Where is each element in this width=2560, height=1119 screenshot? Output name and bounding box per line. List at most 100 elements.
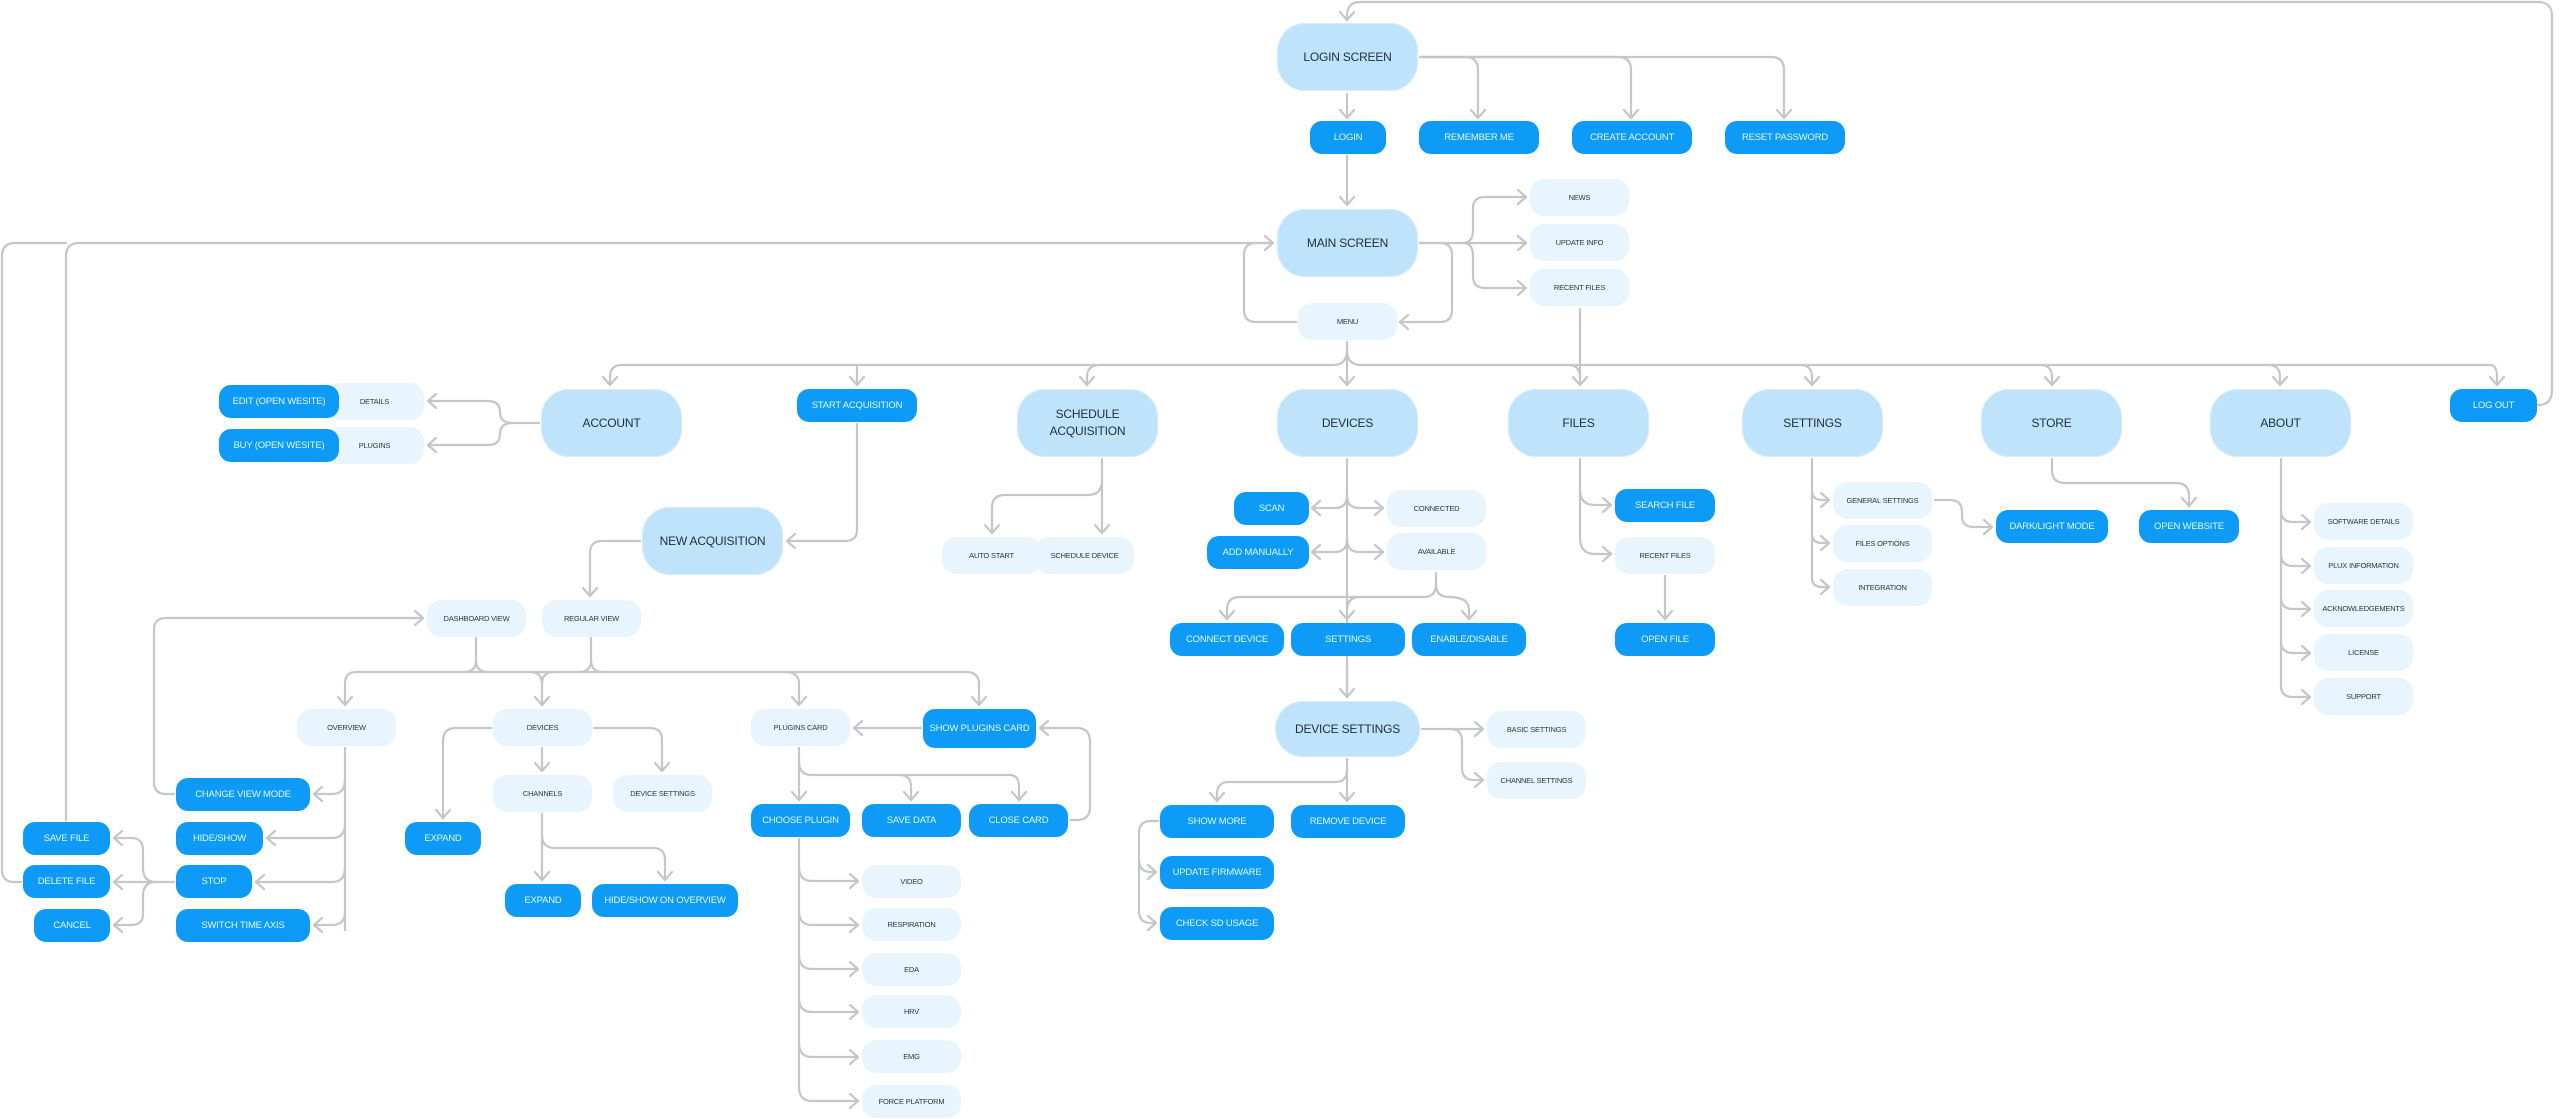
node-choose-plugin[interactable]: CHOOSE PLUGIN <box>751 804 850 837</box>
connector-164 <box>1933 498 1994 529</box>
connector-134 <box>1434 582 1471 621</box>
node-login[interactable]: LOGIN <box>1310 121 1386 154</box>
node-remember-me[interactable]: REMEMBER ME <box>1419 121 1539 154</box>
node-channel-settings[interactable]: CHANNEL SETTINGS <box>1487 762 1586 799</box>
node-update-firmware[interactable]: UPDATE FIRMWARE <box>1160 856 1274 889</box>
connector-100 <box>797 760 1021 802</box>
connector-84 <box>64 241 1275 822</box>
connector-154 <box>1578 488 1613 507</box>
node-basic-settings[interactable]: BASIC SETTINGS <box>1487 711 1586 748</box>
connector-174 <box>2279 595 2312 611</box>
node-login-screen[interactable]: LOGIN SCREEN <box>1277 23 1418 91</box>
node-open-file[interactable]: OPEN FILE <box>1615 623 1715 656</box>
node-hide-show[interactable]: HIDE/SHOW <box>176 822 263 855</box>
node-account[interactable]: ACCOUNT <box>541 389 682 457</box>
node-overview[interactable]: OVERVIEW <box>297 709 396 746</box>
node-show-plugins-card[interactable]: SHOW PLUGINS CARD <box>923 709 1036 748</box>
connector-146 <box>1215 768 1349 803</box>
connector-153 <box>1601 545 1613 563</box>
node-software-details[interactable]: SOFTWARE DETAILS <box>2314 503 2413 540</box>
connector-44 <box>426 421 514 447</box>
node-remove-device[interactable]: REMOVE DEVICE <box>1291 805 1405 838</box>
node-switch-time-axis[interactable]: SWITCH TIME AXIS <box>176 909 310 942</box>
node-dev-settings[interactable]: SETTINGS <box>1291 623 1405 656</box>
node-settings[interactable]: SETTINGS <box>1742 389 1883 457</box>
node-emg[interactable]: EMG <box>862 1040 961 1073</box>
node-delete-file[interactable]: DELETE FILE <box>23 865 110 898</box>
node-acknowledgements[interactable]: ACKNOWLEDGEMENTS <box>2314 590 2413 627</box>
node-recent-files[interactable]: RECENT FILES <box>1615 537 1715 574</box>
node-news[interactable]: NEWS <box>1530 179 1629 216</box>
connector-94 <box>540 833 667 882</box>
node-start-acquisition[interactable]: START ACQUISITION <box>797 389 917 422</box>
node-close-card[interactable]: CLOSE CARD <box>969 804 1068 837</box>
node-search-file[interactable]: SEARCH FILE <box>1615 489 1715 522</box>
node-plux-information[interactable]: PLUX INFORMATION <box>2314 547 2413 584</box>
node-buy-open-website[interactable]: BUY (OPEN WESITE) <box>219 429 339 462</box>
node-reset-password[interactable]: RESET PASSWORD <box>1725 121 1845 154</box>
node-available[interactable]: AVAILABLE <box>1387 533 1486 570</box>
node-connect-device[interactable]: CONNECT DEVICE <box>1170 623 1284 656</box>
node-schedule-device[interactable]: SCHEDULE DEVICE <box>1035 537 1134 574</box>
node-integration[interactable]: INTEGRATION <box>1833 569 1932 606</box>
node-about[interactable]: ABOUT <box>2210 389 2351 457</box>
node-devices[interactable]: DEVICES <box>1277 389 1418 457</box>
node-enable-disable[interactable]: ENABLE/DISABLE <box>1412 623 1526 656</box>
node-eda[interactable]: EDA <box>862 953 961 986</box>
node-plugins[interactable]: PLUGINS <box>325 427 424 464</box>
node-show-more[interactable]: SHOW MORE <box>1160 805 1274 838</box>
connector-61 <box>528 670 544 707</box>
node-edit-open-website[interactable]: EDIT (OPEN WESITE) <box>219 385 339 418</box>
node-update-info[interactable]: UPDATE INFO <box>1530 224 1629 261</box>
node-connected[interactable]: CONNECTED <box>1387 490 1486 527</box>
node-new-acquisition[interactable]: NEW ACQUISITION <box>642 507 783 575</box>
connector-65 <box>790 695 808 707</box>
node-cancel[interactable]: CANCEL <box>34 909 110 942</box>
node-auto-start[interactable]: AUTO START <box>942 537 1041 574</box>
node-channels-expand[interactable]: EXPAND <box>505 884 581 917</box>
connector-143 <box>1473 771 1485 789</box>
node-force-platform[interactable]: FORCE PLATFORM <box>862 1085 961 1118</box>
node-change-view-mode[interactable]: CHANGE VIEW MODE <box>176 778 310 811</box>
connector-115 <box>797 1041 860 1059</box>
node-main-screen[interactable]: MAIN SCREEN <box>1277 209 1418 277</box>
node-save-file[interactable]: SAVE FILE <box>23 822 110 855</box>
node-store[interactable]: STORE <box>1981 389 2122 457</box>
node-check-sd-usage[interactable]: CHECK SD USAGE <box>1160 907 1274 940</box>
node-files-options[interactable]: FILES OPTIONS <box>1833 525 1932 562</box>
node-hide-show-on-overview[interactable]: HIDE/SHOW ON OVERVIEW <box>592 884 738 917</box>
node-plugins-card[interactable]: PLUGINS CARD <box>751 709 850 746</box>
node-acq-devices[interactable]: DEVICES <box>493 709 592 746</box>
node-respiration[interactable]: RESPIRATION <box>862 908 961 941</box>
node-channels[interactable]: CHANNELS <box>493 775 592 812</box>
node-create-account[interactable]: CREATE ACCOUNT <box>1572 121 1692 154</box>
connector-0 <box>1345 0 2554 407</box>
node-regular-view[interactable]: REGULAR VIEW <box>542 600 641 637</box>
node-add-manually[interactable]: ADD MANUALLY <box>1207 536 1309 569</box>
node-dark-light-mode[interactable]: DARK/LIGHT MODE <box>1996 510 2108 543</box>
node-recent-files-main[interactable]: RECENT FILES <box>1530 269 1629 306</box>
node-scan[interactable]: SCAN <box>1234 492 1309 525</box>
node-open-website[interactable]: OPEN WEBSITE <box>2139 510 2239 543</box>
node-acq-device-settings[interactable]: DEVICE SETTINGS <box>613 775 712 812</box>
node-menu[interactable]: MENU <box>1298 303 1397 340</box>
node-license[interactable]: LICENSE <box>2314 634 2413 671</box>
node-save-data[interactable]: SAVE DATA <box>862 804 961 837</box>
node-stop[interactable]: STOP <box>176 865 252 898</box>
node-details[interactable]: DETAILS <box>325 383 424 420</box>
connector-114 <box>848 1003 860 1021</box>
node-dashboard-view[interactable]: DASHBOARD VIEW <box>427 600 526 637</box>
node-log-out[interactable]: LOG OUT <box>2450 389 2537 422</box>
node-files[interactable]: FILES <box>1508 389 1649 457</box>
node-hrv[interactable]: HRV <box>862 995 961 1028</box>
node-device-settings[interactable]: DEVICE SETTINGS <box>1275 701 1420 757</box>
connector-56 <box>462 636 490 674</box>
node-video[interactable]: VIDEO <box>862 865 961 898</box>
connector-141 <box>1473 720 1485 738</box>
node-schedule-acquisition[interactable]: SCHEDULE ACQUISITION <box>1017 389 1158 457</box>
connector-75 <box>312 910 347 927</box>
connector-148 <box>1137 819 1160 925</box>
node-general-settings[interactable]: GENERAL SETTINGS <box>1833 482 1932 519</box>
node-acq-expand[interactable]: EXPAND <box>405 822 481 855</box>
node-support[interactable]: SUPPORT <box>2314 678 2413 715</box>
